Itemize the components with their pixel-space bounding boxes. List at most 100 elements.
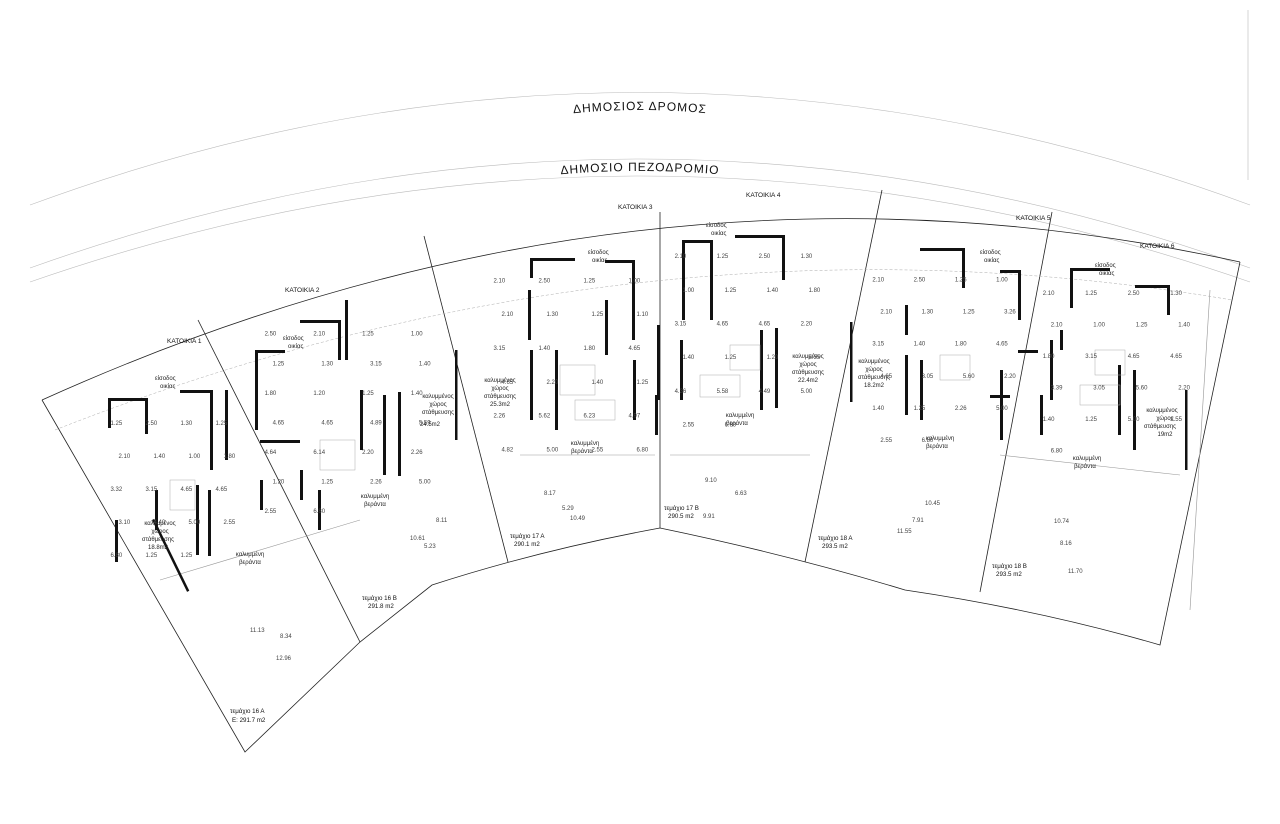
house-5-dim-1: 2.50 [914,277,926,283]
house-5-dim-15: 2.20 [1004,374,1016,380]
house-6-entrance-line2: οικίας [1099,271,1114,277]
house-1-dim-12: 3.10 [119,520,131,526]
road-labels: ΔΗΜΟΣΙΟΣ ΔΡΟΜΟΣ ΔΗΜΟΣΙΟ ΠΕΖΟΔΡΟΜΙΟ [560,99,720,177]
site-dim-12: 10.45 [925,501,941,507]
house-2-plan [255,300,401,530]
site-dim-1: 8.34 [280,634,292,640]
house-2-dim-9: 1.20 [313,391,325,397]
house-1-dim-1: 2.50 [146,421,158,427]
house-4-dim-20: 2.55 [683,423,695,429]
house-2-dim-11: 1.40 [411,391,423,397]
house-6-dim-20: 6.80 [1051,448,1063,454]
road-lines [29,10,1251,283]
house-2-title: ΚΑΤΟΙΚΙΑ 2 [285,287,320,294]
house-2-dim-4: 1.25 [273,361,285,367]
house-4-dim-14: 1.20 [767,355,779,361]
house-5-veranda-line1: καλυμμένη [926,435,954,442]
house-3-veranda-line1: καλυμμένη [571,440,599,447]
house-2-dim-7: 1.40 [419,361,431,367]
site-dim-14: 11.55 [897,529,912,535]
house-1-title: ΚΑΤΟΙΚΙΑ 1 [167,338,202,345]
site-dim-0: 11.13 [250,628,265,634]
house-2-dim-6: 3.15 [370,361,382,367]
plot-17b-area: 290.5 m2 [668,513,694,520]
site-dim-3: 8.11 [436,518,448,524]
house-6-dim-10: 4.65 [1128,354,1140,360]
house-2-dim-20: 1.20 [273,480,285,486]
house-5-dim-3: 1.00 [996,277,1008,283]
house-3-parking-line2: χώρος [491,386,508,392]
house-4-dim-21: 6.80 [725,423,737,429]
house-3-dim-19: 4.97 [629,414,641,420]
house-2-veranda-line1: καλυμμένη [361,493,389,500]
house-5-dim-17: 1.25 [914,406,926,412]
house-1-dim-0: 1.25 [111,421,123,427]
house-2-veranda-line2: βεράντα [364,501,386,508]
house-6-dim-15: 2.20 [1178,385,1190,391]
house-1-entrance-line1: είσοδος [155,376,176,382]
house-3-dim-0: 2.10 [494,278,506,284]
house-2-dim-14: 4.89 [370,421,382,427]
public-sidewalk-label: ΔΗΜΟΣΙΟ ΠΕΖΟΔΡΟΜΙΟ [560,160,720,177]
house-2-dim-24: 2.55 [265,509,277,515]
house-1-dim-10: 4.65 [181,487,193,493]
house-6-parking-line1: καλυμμένος [1146,407,1177,414]
house-6-dim-17: 1.25 [1085,417,1097,423]
house-6-parking-line4: 19m2 [1157,432,1173,438]
house-3-dim-11: 4.65 [629,346,641,352]
house-3-dim-7: 1.10 [637,312,649,318]
house-3-dim-2: 1.25 [584,278,596,284]
house-3-dim-10: 1.80 [584,346,596,352]
plot-16b-area: 291.8 m2 [368,603,394,610]
house-6-dim-4: 2.10 [1051,322,1063,328]
entrance-labels: είσοδος οικίας είσοδος οικίας είσοδος οι… [155,223,1116,390]
house-6-dim-6: 1.25 [1136,322,1148,328]
house-1-dim-6: 1.00 [189,454,201,460]
site-dim-6: 8.17 [544,491,556,497]
house-4-dim-17: 5.58 [717,389,729,395]
plot-16a-area: E: 291.7 m2 [232,717,266,724]
house-4-parking-line1: καλυμμένος [792,353,823,360]
house-5-dim-0: 2.10 [872,277,884,283]
house-2-dim-0: 2.50 [265,332,277,338]
plot-18b-name: τεμάχιο 18 Β [992,563,1027,570]
house-5-dim-10: 1.80 [955,342,967,348]
house-6-dim-19: 2.55 [1170,417,1182,423]
house-6-dim-14: 5.60 [1136,385,1148,391]
house-4-dim-18: 4.49 [759,389,771,395]
house-4-dim-0: 2.10 [675,254,687,260]
house-3-parking-line4: 25.3m2 [490,402,511,408]
house-5-parking-line2: χώρος [865,367,882,373]
house-2-dim-16: 4.64 [265,450,277,456]
house-1-dim-14: 5.00 [189,520,201,526]
house-4-dim-3: 1.30 [801,254,813,260]
house-4-dim-5: 1.25 [725,288,737,294]
site-dim-17: 11.70 [1068,569,1083,575]
house-5-parking-line4: 18.2m2 [864,383,885,389]
house-4-dim-9: 4.65 [717,322,729,328]
house-1-dim-15: 2.55 [224,520,236,526]
house-3-dim-15: 1.25 [637,380,649,386]
house-2-parking-line4: 24.5m2 [420,422,441,428]
house-3-dim-3: 1.00 [629,278,641,284]
house-2-parking-line3: στάθμευσης [422,409,454,416]
plot-18b-area: 293.5 m2 [996,571,1022,578]
house-5-entrance-line1: είσοδος [980,250,1001,256]
site-dim-11: 9.91 [703,514,715,520]
house-3-dim-21: 5.00 [547,448,559,454]
house-2-entrance-line2: οικίας [288,344,303,350]
house-1-dim-3: 1.25 [216,421,228,427]
house-4-dim-10: 4.65 [759,322,771,328]
house-6-dim-2: 2.50 [1128,291,1140,297]
house-6-veranda-line2: βεράντα [1074,463,1096,470]
house-5-dim-21: 6.80 [922,438,934,444]
plot-16b-name: τεμάχιο 16 Β [362,595,397,602]
house-3-plan [455,258,658,440]
house-4-dim-8: 3.15 [675,322,687,328]
house-3-dim-16: 2.26 [494,414,506,420]
house-5-dim-18: 2.26 [955,406,967,412]
house-1-parking-line2: χώρος [151,529,168,535]
site-dim-5: 5.23 [424,544,436,550]
house-1-plan [108,390,228,592]
house-3-dim-12: 4.65 [502,380,514,386]
